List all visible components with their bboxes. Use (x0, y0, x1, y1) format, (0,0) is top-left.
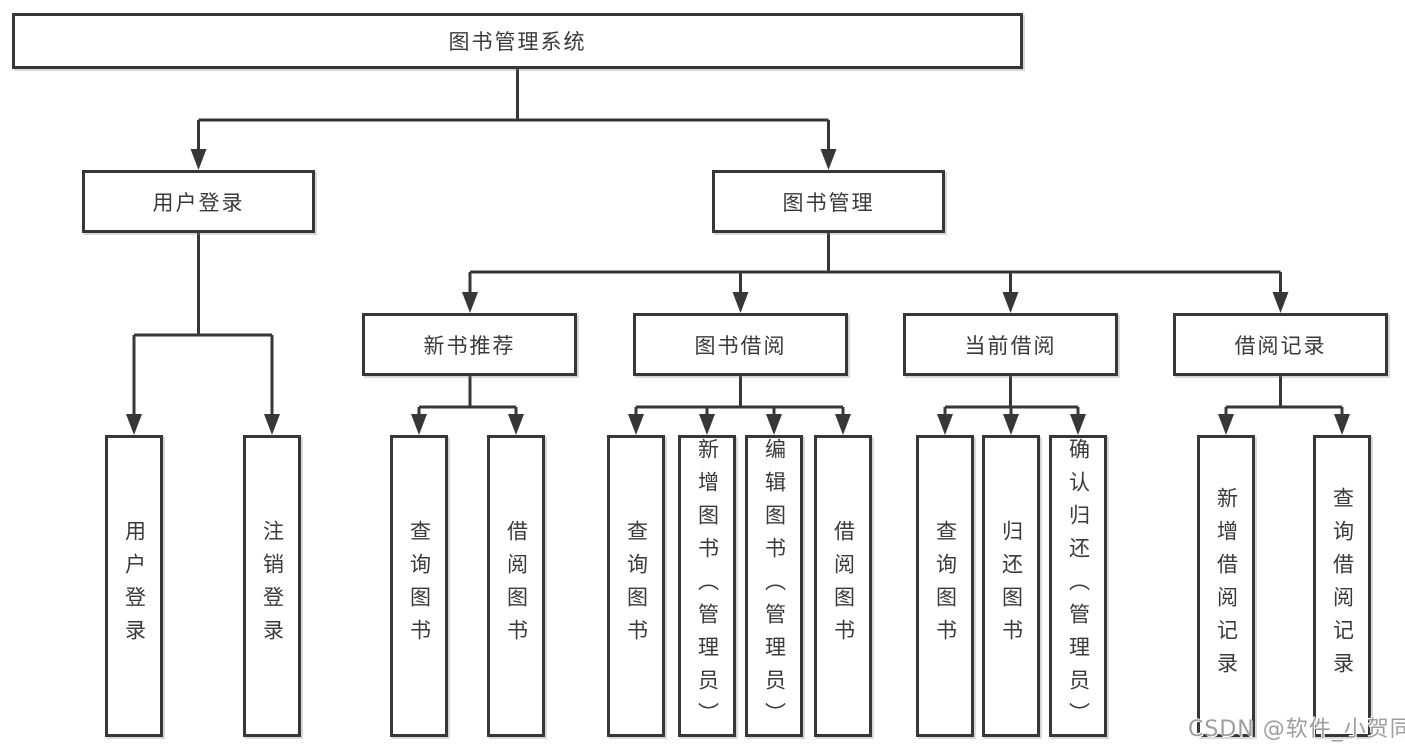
leaf-return-book: 归还图书 (982, 435, 1040, 737)
node-book-management: 图书管理 (712, 170, 945, 233)
leaf-add-borrow-record: 新增借阅记录 (1197, 435, 1255, 737)
tree-edges (132, 69, 1344, 419)
node-current-borrow: 当前借阅 (903, 313, 1118, 376)
csdn-watermark: CSDN @软件_小贺同学 (1188, 717, 1405, 742)
leaf-query-books-current: 查询图书 (916, 435, 974, 737)
leaf-add-book-admin: 新增图书（管理员） (678, 435, 736, 737)
leaf-query-books-recommend: 查询图书 (390, 435, 448, 737)
arrowheads (126, 149, 1350, 435)
leaf-query-books-borrow: 查询图书 (607, 435, 665, 737)
leaf-logout: 注销登录 (243, 435, 301, 737)
node-user-login: 用户登录 (82, 170, 315, 233)
leaf-edit-book-admin: 编辑图书（管理员） (745, 435, 803, 737)
leaf-borrow-books-recommend: 借阅图书 (487, 435, 545, 737)
leaf-borrow-books-borrow: 借阅图书 (814, 435, 872, 737)
leaf-user-login: 用户登录 (105, 435, 163, 737)
leaf-confirm-return-admin: 确认归还（管理员） (1049, 435, 1107, 737)
node-book-borrow: 图书借阅 (633, 313, 848, 376)
leaf-query-borrow-record: 查询借阅记录 (1313, 435, 1371, 737)
node-root-system: 图书管理系统 (12, 13, 1023, 69)
node-borrow-records: 借阅记录 (1173, 313, 1388, 376)
node-new-book-recommend: 新书推荐 (362, 313, 577, 376)
